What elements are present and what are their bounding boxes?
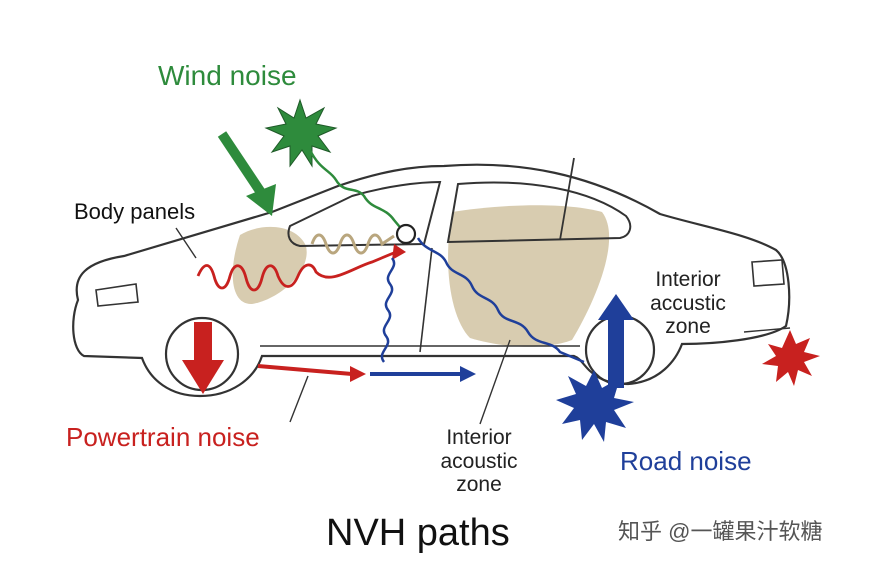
entry-point-marker bbox=[395, 223, 417, 245]
interior-zone-center-line-1: Interior bbox=[446, 426, 512, 449]
wind-noise-label: Wind noise bbox=[158, 60, 297, 91]
powertrain-down-arrow-icon bbox=[182, 360, 224, 394]
headlight bbox=[95, 283, 139, 307]
diagram-title: NVH paths bbox=[326, 512, 510, 554]
door-line bbox=[419, 247, 433, 353]
front-window-outline bbox=[287, 180, 442, 248]
rear-window-outline bbox=[446, 181, 632, 244]
watermark: 知乎 @一罐果汁软糖 bbox=[618, 519, 823, 544]
body-panels-label: Body panels bbox=[74, 199, 196, 224]
interior-zone-rear-label: Interior accustic zone bbox=[628, 268, 748, 339]
powertrain-path-arrow-head-icon bbox=[350, 366, 366, 382]
road-up-arrow-icon bbox=[598, 294, 634, 320]
road-noise-wave-path bbox=[416, 237, 585, 364]
powertrain-wave-path bbox=[196, 250, 397, 292]
powertrain-path-arrow bbox=[257, 364, 353, 376]
acoustic-zone-rear bbox=[448, 205, 610, 347]
road-noise-label: Road noise bbox=[620, 446, 752, 476]
interior-zone-center-label: Interior acoustic zone bbox=[404, 426, 554, 497]
roof-pillar bbox=[559, 157, 575, 241]
taillight bbox=[751, 259, 785, 287]
leader-interior-rear bbox=[743, 327, 791, 333]
wind-noise-burst-icon bbox=[264, 98, 338, 168]
wind-arrow-head-icon bbox=[246, 184, 276, 216]
interior-zone-center-line-3: zone bbox=[456, 473, 502, 497]
road-path-arrow-head-icon bbox=[460, 366, 476, 382]
leader-powertrain bbox=[289, 375, 309, 423]
powertrain-down-arrow-shaft bbox=[194, 322, 212, 362]
interior-zone-rear-line-2: accustic bbox=[650, 291, 726, 315]
floor-vibration-wave bbox=[380, 257, 396, 363]
wind-arrow-shaft bbox=[217, 131, 267, 197]
car-body-outline bbox=[72, 163, 791, 398]
interior-zone-rear-line-1: Interior bbox=[655, 268, 721, 291]
leader-interior-center bbox=[479, 339, 511, 425]
wind-wave-path bbox=[308, 149, 405, 233]
body-panel-wave bbox=[310, 233, 395, 255]
powertrain-wave-arrow-icon bbox=[392, 244, 406, 260]
interior-zone-rear-line-3: zone bbox=[665, 315, 711, 339]
leader-body-panels bbox=[175, 227, 197, 259]
road-up-arrow-shaft bbox=[608, 318, 624, 388]
exhaust-noise-burst-icon bbox=[762, 330, 820, 386]
interior-zone-center-line-2: acoustic bbox=[440, 449, 518, 473]
powertrain-noise-label: Powertrain noise bbox=[66, 422, 260, 452]
